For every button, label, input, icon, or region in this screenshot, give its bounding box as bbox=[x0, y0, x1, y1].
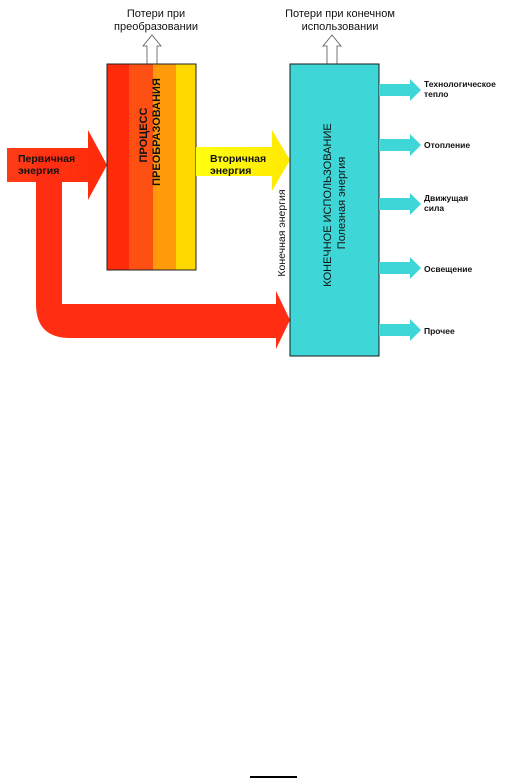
output-arrow-other bbox=[379, 319, 421, 341]
secondary-energy-arrow bbox=[196, 130, 290, 191]
output-label-heating: Отопление bbox=[424, 140, 471, 150]
output-label-motive-power: Движущая сила bbox=[424, 193, 469, 213]
output-label-process-heat: Технологическое тепло bbox=[424, 79, 496, 99]
end-use-title: КОНЕЧНОЕ ИСПОЛЬЗОВАНИЕ bbox=[322, 123, 334, 287]
end-use-box bbox=[289, 63, 380, 357]
footer-rule bbox=[250, 776, 297, 778]
loss-arrow-conversion bbox=[142, 34, 162, 65]
primary-energy-label: Первичная энергия bbox=[18, 153, 76, 177]
output-arrow-motive-power bbox=[379, 193, 421, 215]
output-arrow-process-heat bbox=[379, 79, 421, 101]
output-arrow-lighting bbox=[379, 257, 421, 279]
final-energy-bypass-arrow bbox=[36, 155, 290, 349]
process-title: ПРОЦЕСС bbox=[138, 107, 150, 163]
useful-energy-label: Полезная энергия bbox=[336, 156, 348, 250]
output-label-other: Прочее bbox=[424, 326, 455, 336]
loss-arrow-end-use bbox=[322, 34, 342, 65]
output-arrow-heating bbox=[379, 134, 421, 156]
output-label-lighting: Освещение bbox=[424, 264, 473, 274]
conversion-process-box bbox=[106, 63, 197, 271]
secondary-energy-label: Вторичная энергия bbox=[210, 153, 267, 177]
losses-conversion-label: Потери при преобразовании bbox=[114, 8, 198, 33]
final-energy-label: Конечная энергия bbox=[276, 189, 288, 277]
process-subtitle: ПРЕОБРАЗОВАНИЯ bbox=[151, 78, 163, 186]
losses-end-use-label: Потери при конечном использовании bbox=[285, 8, 395, 33]
